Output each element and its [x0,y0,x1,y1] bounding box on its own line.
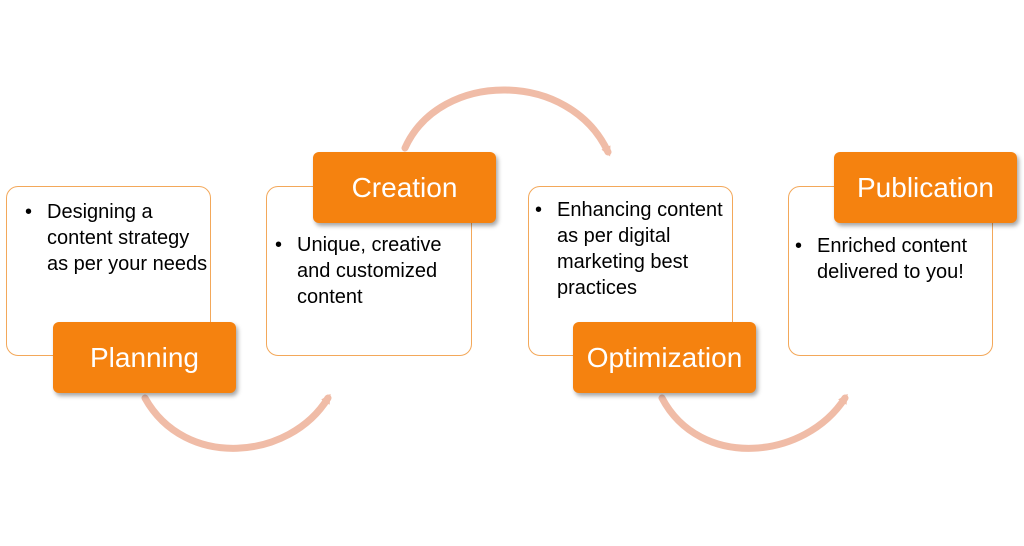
arrow-planning-to-creation [141,393,332,452]
bullet-item: Unique, creative and customized content [275,232,459,310]
step-label-planning: Planning [53,322,236,393]
arrow-creation-to-optimization [401,86,612,157]
bullet-list: Enriched content delivered to you! [789,187,992,285]
arrow-optimization-to-publication [658,393,849,452]
bullet-list: Unique, creative and customized content [267,187,471,310]
bullet-list: Enhancing content as per digital marketi… [529,187,732,301]
step-card-planning: Designing a content strategy as per your… [6,186,211,356]
bullet-item: Enriched content delivered to you! [795,233,980,285]
step-label-optimization: Optimization [573,322,756,393]
bullet-item: Enhancing content as per digital marketi… [535,197,724,301]
step-label-creation: Creation [313,152,496,223]
bullet-item: Designing a content strategy as per your… [25,199,210,277]
bullet-list: Designing a content strategy as per your… [7,187,210,277]
step-label-publication: Publication [834,152,1017,223]
